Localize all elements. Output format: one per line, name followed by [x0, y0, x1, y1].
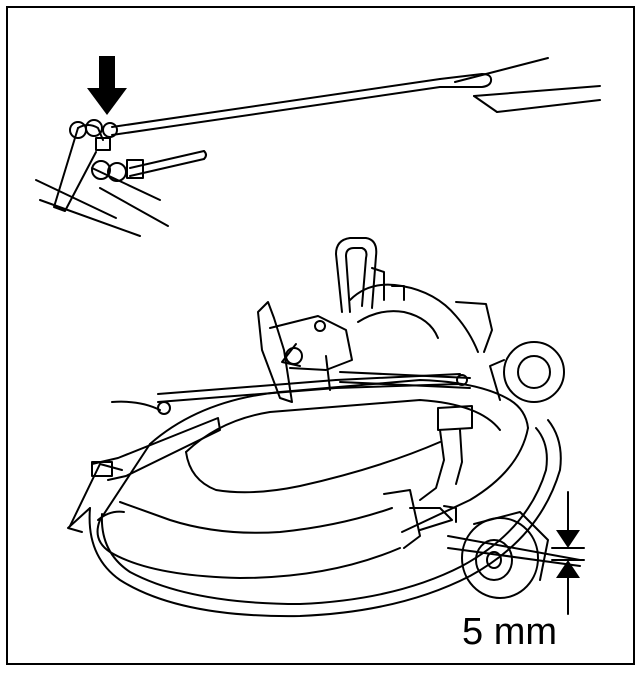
rear-wheel — [489, 341, 565, 403]
deck-shell — [96, 379, 529, 579]
front-bumper — [67, 419, 562, 618]
lower-rod — [91, 150, 207, 182]
down-arrow-icon — [87, 56, 127, 115]
deck-cover-rear — [349, 283, 493, 353]
ground-line-lower — [447, 547, 581, 567]
linkage-rod — [111, 73, 493, 136]
mounting-plate — [454, 57, 601, 113]
ground-line — [447, 535, 581, 561]
mower-deck — [67, 237, 581, 618]
deck-rods — [157, 355, 471, 415]
pivot-bracket — [53, 124, 104, 212]
dimension-label: 5 mm — [462, 611, 557, 653]
upper-nut — [69, 119, 118, 151]
lift-lever — [335, 237, 385, 313]
linkage-detail — [35, 56, 601, 237]
front-wheel — [461, 511, 549, 599]
front-left-arm — [91, 417, 221, 481]
cross-tube — [35, 167, 169, 237]
right-arm — [419, 405, 473, 501]
spring-hook — [111, 400, 161, 411]
front-right-bracket — [383, 489, 457, 549]
lever-bracket — [257, 301, 353, 403]
height-dimension — [551, 491, 585, 615]
figure-frame — [6, 6, 635, 665]
